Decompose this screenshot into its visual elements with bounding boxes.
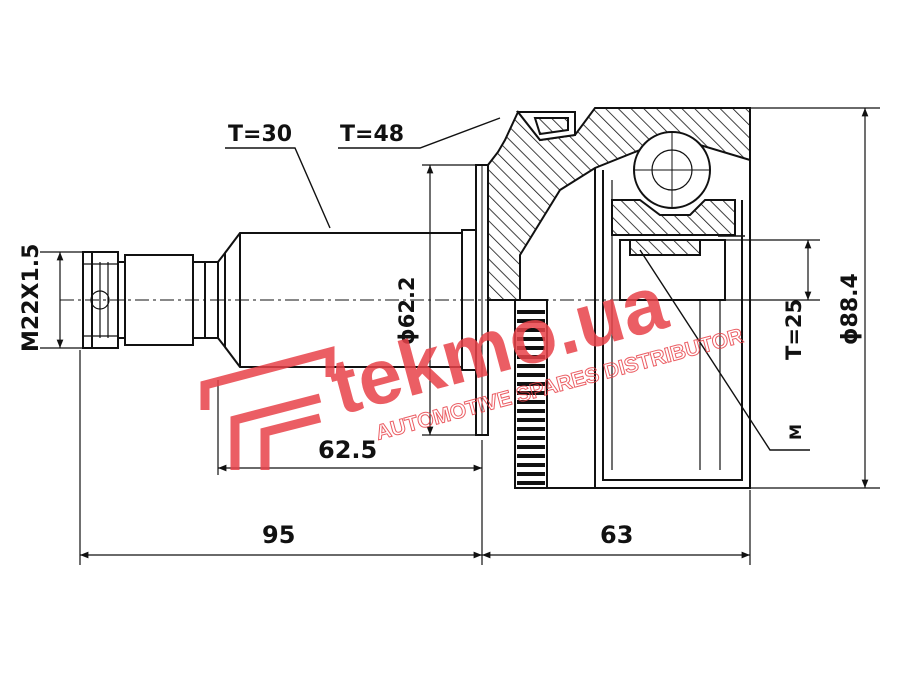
tone-ring-tooth [517, 337, 545, 341]
tone-ring-tooth [517, 373, 545, 377]
drawing-geometry [40, 107, 880, 565]
threaded-end [82, 251, 125, 349]
outer-diameter-label: ϕ88.4 [838, 273, 863, 345]
tone-ring-tooth [517, 328, 545, 332]
shaft-length-label: 62.5 [318, 436, 377, 464]
tone-ring-tooth [517, 319, 545, 323]
tone-ring-tooth [517, 454, 545, 458]
tone-ring-tooth [517, 472, 545, 476]
tone-ring-tooth [517, 310, 545, 314]
dim-outer-diameter [750, 107, 880, 489]
abs-tone-ring [514, 299, 548, 489]
tone-ring-tooth [517, 364, 545, 368]
tone-ring-tooth [517, 481, 545, 485]
shaft-diameter-label: ϕ62.2 [395, 276, 419, 345]
thread-spec-label: M22X1.5 [19, 244, 44, 352]
inner-marker-label: M [786, 424, 805, 440]
inner-spline-label: T=25 [782, 299, 806, 360]
tone-ring-tooth [517, 355, 545, 359]
ball-cage [611, 131, 736, 301]
tone-ring-tooth [517, 400, 545, 404]
tone-ring-tooth [517, 409, 545, 413]
tone-ring-tooth [517, 391, 545, 395]
spline-shaft-label: T=30 [228, 122, 292, 147]
total-left-length-label: 95 [262, 521, 295, 549]
tone-ring-tooth [517, 436, 545, 440]
tone-ring-tooth [517, 463, 545, 467]
tone-ring-tooth [517, 346, 545, 350]
outer-cup-section [487, 107, 751, 301]
tone-ring-tooth [517, 382, 545, 386]
tone-ring-tooth [517, 445, 545, 449]
leader-lines [225, 117, 810, 451]
cup-length-label: 63 [600, 521, 633, 549]
main-shaft [224, 164, 489, 436]
tone-ring-tooth [517, 427, 545, 431]
dim-overall-lengths [79, 350, 751, 565]
dim-inner-spline [700, 239, 820, 301]
spline-outer-label: T=48 [340, 122, 404, 147]
dimension-labels: M22X1.5 T=30 T=48 ϕ62.2 ϕ88.4 T=25 62.5 … [19, 122, 863, 549]
tone-ring-tooth [517, 418, 545, 422]
watermark-logo-mark [200, 346, 335, 470]
dim-shaft-diameter [422, 164, 476, 436]
dim-thread [40, 251, 83, 349]
